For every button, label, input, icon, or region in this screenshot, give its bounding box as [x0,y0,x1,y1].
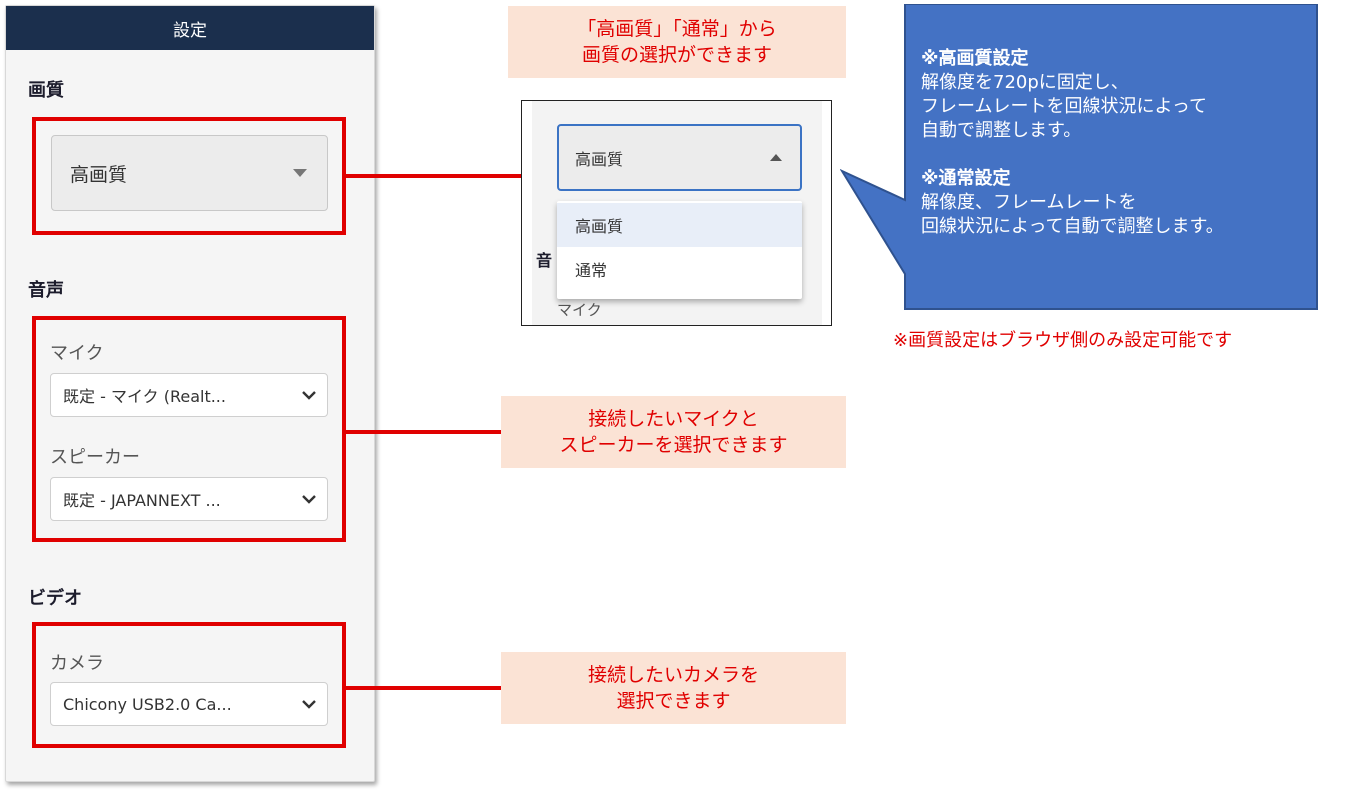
quality-note-line1: 「高画質」「通常」から [577,18,777,40]
audio-connector-line [346,430,501,434]
inset-select-value: 高画質 [575,149,624,169]
audio-note-line1: 接続したいマイクと [588,408,759,430]
quality-select[interactable]: 高画質 [51,135,328,211]
menu-option-normal[interactable]: 通常 [557,247,802,291]
caret-down-icon [273,169,327,177]
camera-note-line2: 選択できます [616,690,731,712]
quality-dropdown-menu: 高画質 通常 [557,201,802,299]
audio-note-line2: スピーカーを選択できます [559,434,788,456]
panel-title: 設定 [173,20,207,41]
camera-connector-line [346,686,501,690]
dropdown-zoom-inset: 高画質 音 マイク 高画質 通常 [521,100,832,326]
hq-setting-line: フレームレートを回線状況によって [921,96,1208,117]
mic-label: マイク [50,343,104,364]
speaker-select-value: 既定 - JAPANNEXT ... [63,491,221,510]
normal-setting-line: 解像度、フレームレートを [921,192,1137,213]
browser-only-footnote: ※画質設定はブラウザ側のみ設定可能です [893,330,1233,351]
chevron-down-icon [291,699,327,709]
chevron-down-icon [291,390,327,400]
quality-connector-line [346,174,521,178]
hq-setting-line: 自動で調整します。 [921,120,1082,141]
speaker-select[interactable]: 既定 - JAPANNEXT ... [50,477,328,521]
menu-option-label: 通常 [575,261,608,280]
quality-select-value: 高画質 [70,163,128,186]
inset-audio-section-peek: 音 [536,251,553,270]
quality-section-title: 画質 [28,80,64,101]
audio-section-title: 音声 [28,280,64,301]
camera-select[interactable]: Chicony USB2.0 Ca... [50,682,328,726]
camera-label: カメラ [50,653,104,674]
camera-select-value: Chicony USB2.0 Ca... [63,694,232,714]
panel-header: 設定 [6,6,374,50]
caret-up-icon [752,154,800,161]
settings-panel: 設定 画質 高画質 音声 マイク 既定 - マイク (Realt... スピーカ… [5,5,375,782]
speaker-label: スピーカー [50,447,140,468]
chevron-down-icon [291,494,327,504]
camera-note-line1: 接続したいカメラを [587,664,759,686]
explanation-bubble [840,4,1318,310]
menu-option-high-quality[interactable]: 高画質 [557,203,802,247]
normal-setting-line: 回線状況によって自動で調整します。 [921,216,1224,237]
hq-setting-line: 解像度を720pに固定し、 [921,72,1129,93]
mic-select-value: 既定 - マイク (Realt... [63,387,226,406]
mic-select[interactable]: 既定 - マイク (Realt... [50,373,328,417]
quality-note: 「高画質」「通常」から 画質の選択ができます [508,6,846,78]
audio-highlight-box [32,316,346,542]
quality-note-line2: 画質の選択ができます [581,44,772,66]
audio-note: 接続したいマイクと スピーカーを選択できます [501,396,846,468]
menu-option-label: 高画質 [575,217,624,236]
video-section-title: ビデオ [28,588,82,609]
camera-highlight-box [32,622,346,748]
quality-highlight-box [32,117,346,235]
inset-quality-select[interactable]: 高画質 [557,124,802,191]
explanation-bubble-text: ※高画質設定 解像度を720pに固定し、 フレームレートを回線状況によって 自動… [921,47,1311,239]
inset-mic-label-peek: マイク [557,301,602,319]
camera-note: 接続したいカメラを 選択できます [501,652,846,724]
hq-setting-title: ※高画質設定 [921,48,1029,69]
normal-setting-title: ※通常設定 [921,168,1011,189]
